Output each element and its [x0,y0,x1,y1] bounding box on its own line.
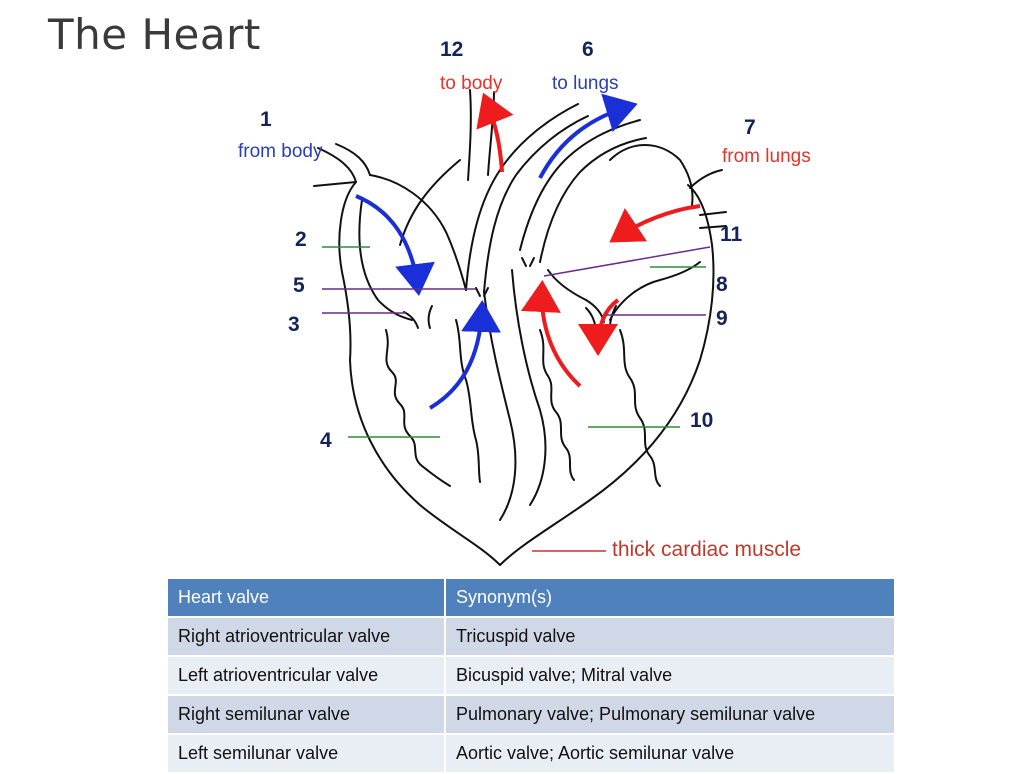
leader-11 [543,246,711,277]
table-cell-valve: Right atrioventricular valve [166,616,446,657]
label-7: 7 [744,116,756,139]
table-cell-valve: Left semilunar valve [166,733,446,774]
label-2: 2 [295,228,307,251]
label-to-lungs: to lungs [552,73,619,94]
flow-arrow-from-body [355,194,435,296]
table-row: Right semilunar valve Pulmonary valve; P… [166,694,896,735]
heart-valve-table: Heart valve Synonym(s) Right atrioventri… [166,577,896,774]
table-row: Right atrioventricular valve Tricuspid v… [166,616,896,657]
label-from-body: from body [238,141,323,162]
label-thick-cardiac-muscle: thick cardiac muscle [612,538,801,561]
table-cell-synonym: Pulmonary valve; Pulmonary semilunar val… [444,694,896,735]
label-3: 3 [288,313,300,336]
label-to-body: to body [440,73,503,94]
flow-arrow-right-ventricle [428,300,502,410]
column-header-synonyms: Synonym(s) [444,577,896,618]
flow-arrow-from-lungs [609,204,701,243]
label-1: 1 [260,108,272,131]
label-6: 6 [582,38,594,61]
table-cell-synonym: Bicuspid valve; Mitral valve [444,655,896,696]
heart-diagram: 12 6 1 7 2 11 5 8 3 9 10 4 to body to lu… [238,38,811,566]
blood-flow-arrows [355,92,701,410]
label-10: 10 [690,409,713,432]
label-8: 8 [716,273,728,296]
label-4: 4 [320,429,332,452]
table-cell-valve: Left atrioventricular valve [166,655,446,696]
label-12: 12 [440,38,463,61]
table-row: Left semilunar valve Aortic valve; Aorti… [166,733,896,774]
flow-arrow-left-atrium [578,298,620,356]
table-cell-synonym: Aortic valve; Aortic semilunar valve [444,733,896,774]
label-11: 11 [720,223,743,246]
column-header-heart-valve: Heart valve [166,577,446,618]
page-title: The Heart [48,10,261,59]
table-cell-valve: Right semilunar valve [166,694,446,735]
table-header-row: Heart valve Synonym(s) [166,577,896,618]
label-from-lungs: from lungs [722,146,811,167]
label-5: 5 [293,274,305,297]
table-cell-synonym: Tricuspid valve [444,616,896,657]
label-9: 9 [716,307,728,330]
flow-arrow-to-lungs [538,93,638,179]
heart-outline [313,89,727,566]
flow-arrow-to-body [476,92,514,173]
leader-lines [322,246,711,552]
flow-arrow-left-ventricle [520,280,582,388]
table-row: Left atrioventricular valve Bicuspid val… [166,655,896,696]
